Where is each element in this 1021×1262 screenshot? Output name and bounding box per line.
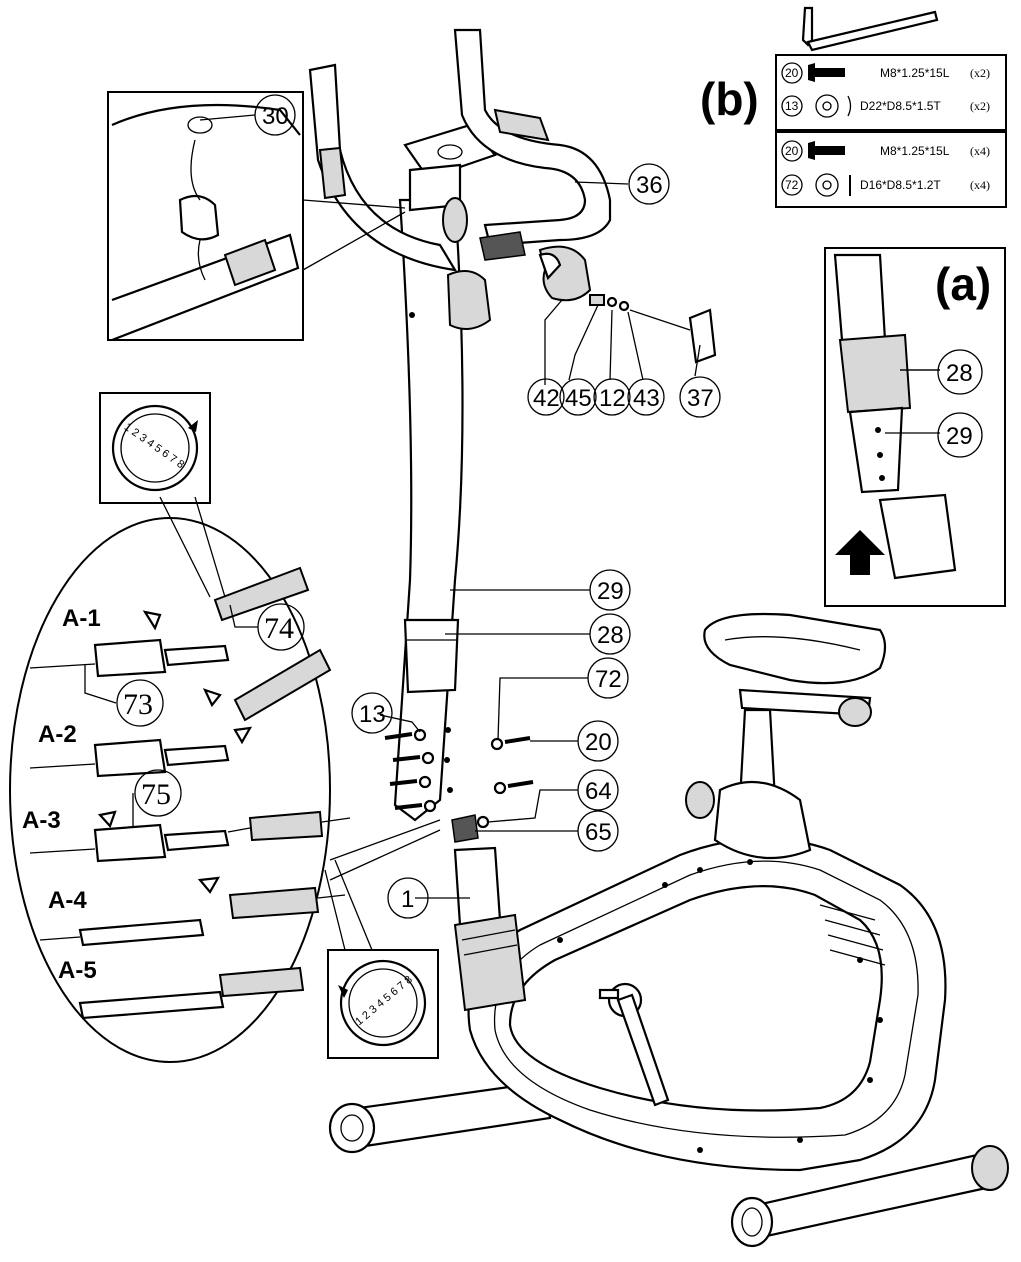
- callout-37: 37: [687, 385, 714, 412]
- b2-washer-qty: (x4): [970, 178, 990, 192]
- step-labels: A-1 A-2 A-3 A-4 A-5: [22, 605, 101, 984]
- step-a1: A-1: [62, 605, 101, 632]
- b2-washer-num: 72: [785, 178, 799, 192]
- callout-1: 1: [401, 886, 414, 913]
- callout-45: 45: [565, 385, 592, 412]
- b1-bolt-num: 20: [785, 66, 799, 80]
- bike-body: [328, 612, 1009, 1248]
- inset-a: (a): [824, 247, 1006, 607]
- callout-65: 65: [585, 819, 612, 846]
- inset-b-label: (b): [700, 73, 759, 125]
- dial-inset-top: 1 2 3 4 5 6 7 8: [99, 392, 211, 504]
- bolts-group: [384, 728, 534, 843]
- callout-42: 42: [533, 385, 560, 412]
- inset-a-callout-29: 29: [946, 423, 973, 450]
- callout-12: 12: [599, 385, 626, 412]
- tension-knob-assembly: [538, 245, 717, 364]
- handlebar-36: [308, 28, 612, 272]
- step-a2: A-2: [38, 721, 77, 748]
- callout-73: 73: [123, 688, 153, 721]
- b1-bolt-qty: (x2): [970, 66, 990, 80]
- callout-43: 43: [633, 385, 660, 412]
- inset-b: (b) 20 13 20 72 M8*1.25*15L (x2) D22*D8.…: [700, 6, 1007, 208]
- b2-bolt-num: 20: [785, 144, 799, 158]
- b1-washer-num: 13: [785, 99, 799, 113]
- upright-column: [393, 123, 497, 822]
- callout-30: 30: [262, 103, 289, 130]
- b1-washer-spec: D22*D8.5*1.5T: [860, 99, 941, 113]
- callout-72: 72: [595, 666, 622, 693]
- step-a5: A-5: [58, 957, 97, 984]
- step-a3: A-3: [22, 807, 61, 834]
- b2-bolt-spec: M8*1.25*15L: [880, 144, 950, 158]
- dial-inset-bottom: 1 2 3 4 5 6 7 8: [327, 949, 439, 1059]
- callout-20: 20: [585, 729, 612, 756]
- b2-washer-spec: D16*D8.5*1.2T: [860, 178, 941, 192]
- callout-75: 75: [141, 778, 171, 811]
- cable-connection-oval: [9, 496, 441, 1063]
- inset-a-callout-28: 28: [946, 360, 973, 387]
- callout-74: 74: [264, 612, 294, 645]
- callout-29: 29: [597, 578, 624, 605]
- callout-36: 36: [636, 172, 663, 199]
- inset-a-label: (a): [935, 258, 991, 310]
- callout-28: 28: [597, 622, 624, 649]
- step-a4: A-4: [48, 887, 87, 914]
- b1-washer-qty: (x2): [970, 99, 990, 113]
- callout-13: 13: [359, 701, 386, 728]
- washer-icon: [815, 94, 852, 197]
- b2-bolt-qty: (x4): [970, 144, 990, 158]
- b1-bolt-spec: M8*1.25*15L: [880, 66, 950, 80]
- callouts: 30 36 42 45 12 43 37 29 28 72 13 20 64 6…: [84, 94, 983, 919]
- bolt-icon: [808, 63, 845, 160]
- frame-tube-1: [453, 846, 527, 1012]
- callout-64: 64: [585, 778, 612, 805]
